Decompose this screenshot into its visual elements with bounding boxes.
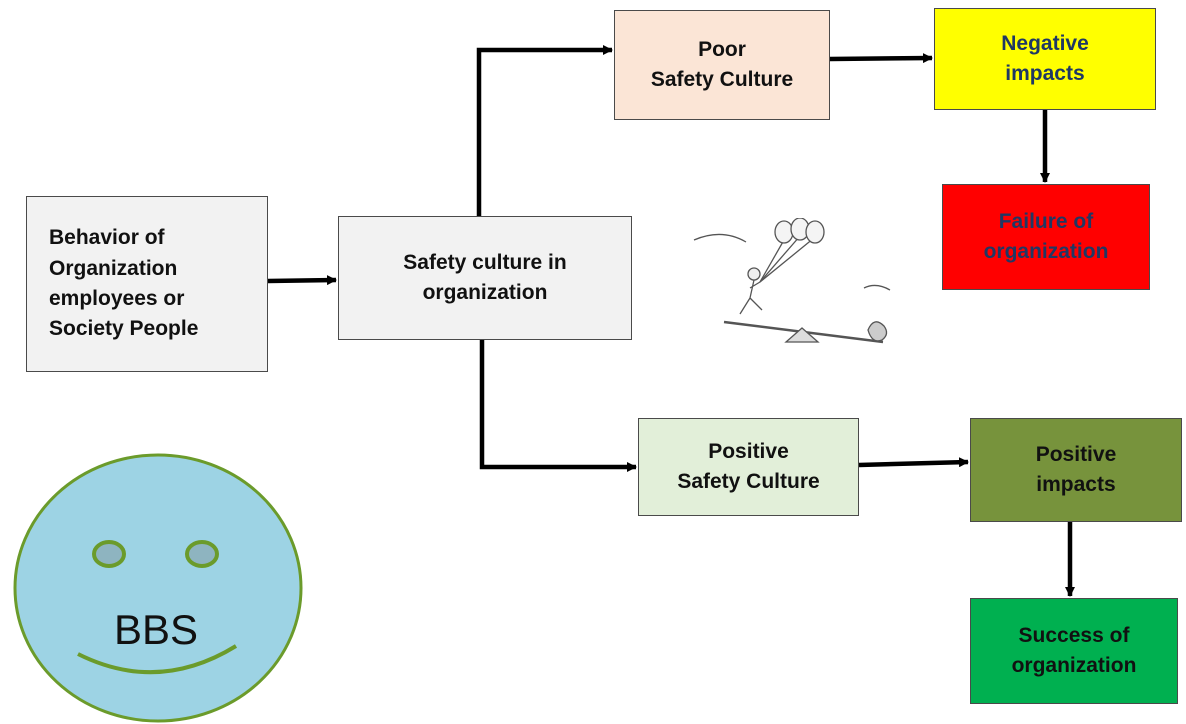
success-label: Success of organization (1011, 623, 1137, 677)
negative-impacts-box: Negative impacts (934, 8, 1156, 110)
bbs-smiley-face: BBS (13, 453, 303, 723)
failure-label: Failure of organization (983, 209, 1109, 263)
positive-impacts-box: Positive impacts (970, 418, 1182, 522)
positive-safety-culture-box: Positive Safety Culture (638, 418, 859, 516)
positive-impacts-label: Positive impacts (1035, 442, 1117, 496)
arrow-safety-culture-to-positive (479, 340, 637, 472)
smiley-label: BBS (114, 606, 198, 653)
poor-safety-culture-box: Poor Safety Culture (614, 10, 830, 120)
behavior-label: Behavior of Organization employees or So… (49, 226, 199, 341)
smiley-right-eye (185, 540, 219, 568)
smiley-mouth (77, 644, 238, 675)
failure-box: Failure of organization (942, 184, 1150, 290)
arrow-behavior-to-safety-culture (267, 275, 337, 286)
positive-safety-culture-label: Positive Safety Culture (677, 439, 820, 493)
arrow-safety-culture-to-poor (476, 45, 613, 216)
arrow-positive-culture-to-impacts (858, 457, 969, 468)
arrow-poor-to-negative (829, 53, 933, 64)
smiley-face-circle (13, 453, 303, 723)
negative-impacts-label: Negative impacts (1001, 31, 1089, 85)
behavior-box: Behavior of Organization employees or So… (26, 196, 268, 372)
smiley-left-eye (92, 540, 126, 568)
safety-culture-label: Safety culture in organization (403, 250, 567, 304)
success-box: Success of organization (970, 598, 1178, 704)
safety-culture-box: Safety culture in organization (338, 216, 632, 340)
poor-safety-culture-label: Poor Safety Culture (650, 37, 794, 91)
seesaw-balloons-illustration (688, 218, 918, 358)
